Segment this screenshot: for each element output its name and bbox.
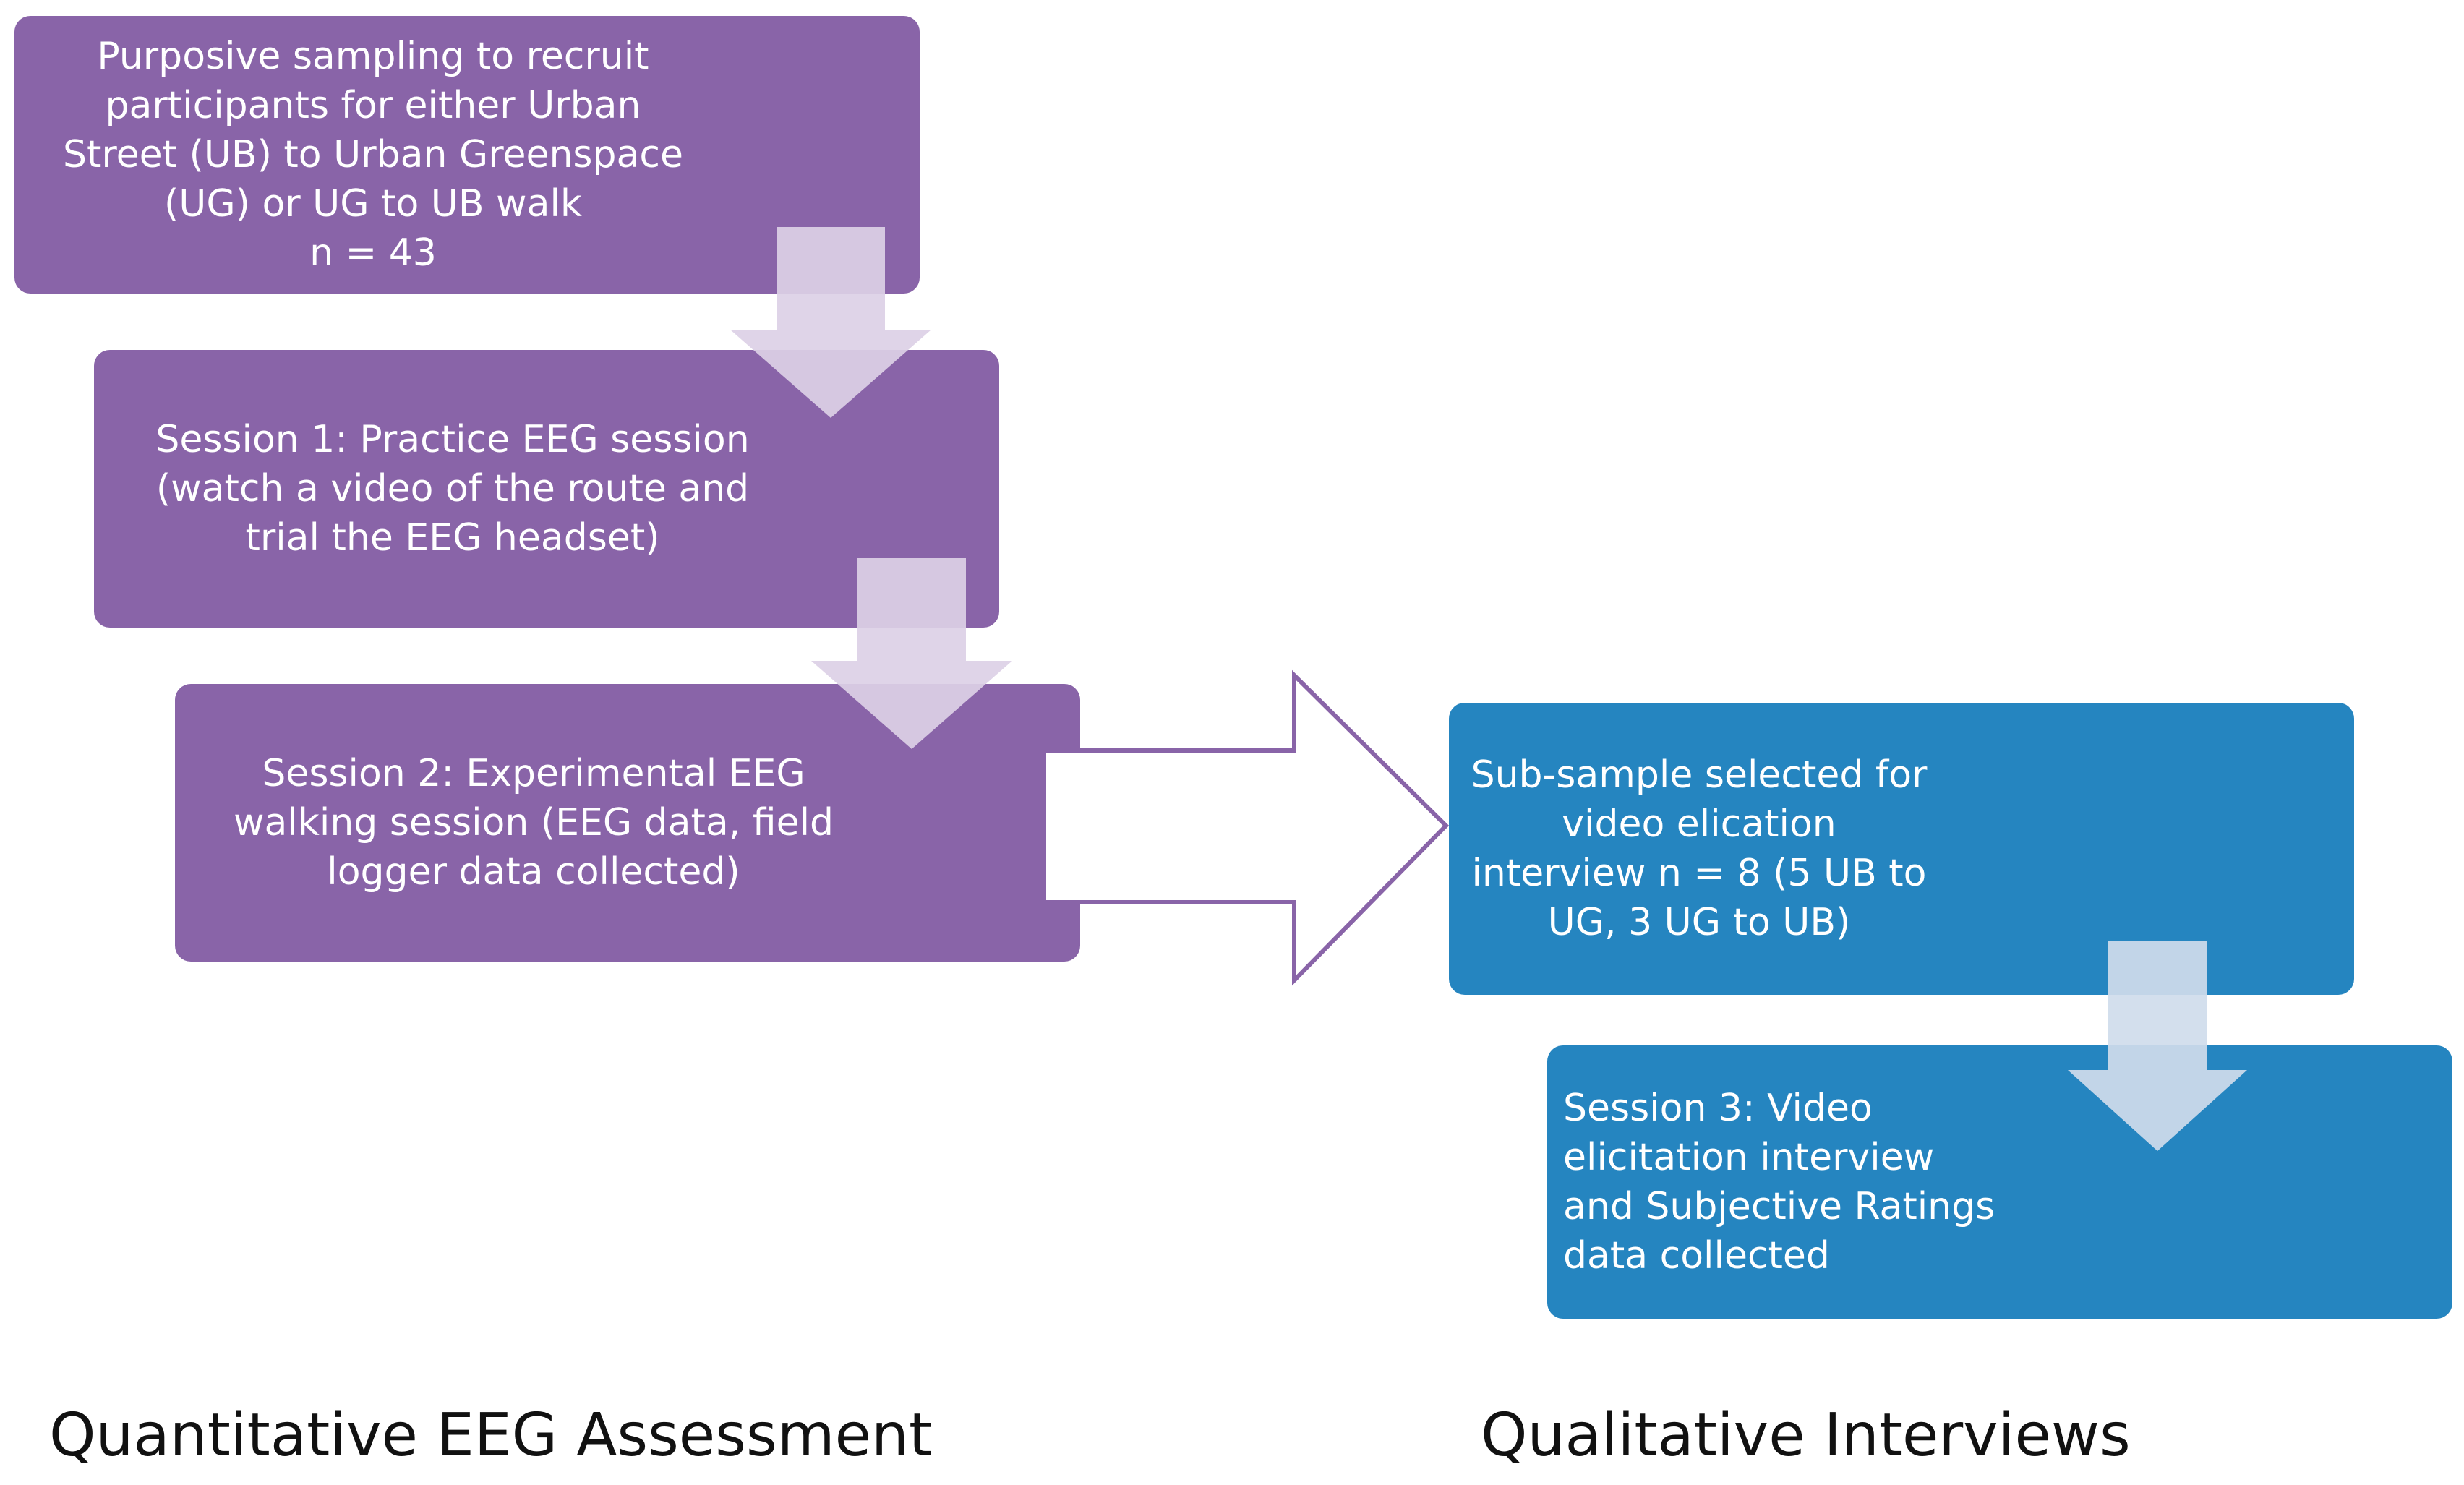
step-line: UG, 3 UG to UB)	[1547, 901, 1851, 944]
step-line: and Subjective Ratings	[1563, 1185, 1995, 1228]
connector-arrow-2	[811, 558, 1012, 749]
step-line: Street (UB) to Urban Greenspace	[63, 133, 683, 176]
quantitative-caption: Quantitative EEG Assessment	[49, 1401, 933, 1470]
connector-arrow-3	[2068, 941, 2247, 1151]
step-session-3: Session 3: Video elicitation interview a…	[1547, 1045, 2452, 1319]
step-line: video elication	[1562, 803, 1836, 846]
step-line: walking session (EEG data, field	[233, 801, 834, 844]
step-line: Session 1: Practice EEG session	[155, 418, 750, 461]
qualitative-caption: Qualitative Interviews	[1481, 1401, 2131, 1470]
step-line: Sub-sample selected for	[1471, 753, 1928, 797]
step-purposive-sampling: Purposive sampling to recruit participan…	[14, 16, 920, 294]
step-line: interview n = 8 (5 UB to	[1471, 852, 1927, 895]
step-line: trial the EEG headset)	[245, 516, 660, 560]
step-line: Session 2: Experimental EEG	[262, 752, 805, 795]
step-line: (UG) or UG to UB walk	[163, 182, 583, 226]
step-line: n = 43	[309, 231, 437, 275]
step-line: participants for either Urban	[105, 84, 641, 127]
step-line: (watch a video of the route and	[155, 467, 750, 510]
step-line: data collected	[1563, 1234, 1830, 1278]
transition-arrow	[1042, 669, 1450, 986]
step-line: elicitation interview	[1563, 1136, 1935, 1179]
connector-arrow-1	[730, 227, 931, 418]
step-line: Session 3: Video	[1563, 1087, 1873, 1130]
step-line: Purposive sampling to recruit	[97, 35, 649, 78]
step-line: logger data collected)	[327, 850, 740, 894]
